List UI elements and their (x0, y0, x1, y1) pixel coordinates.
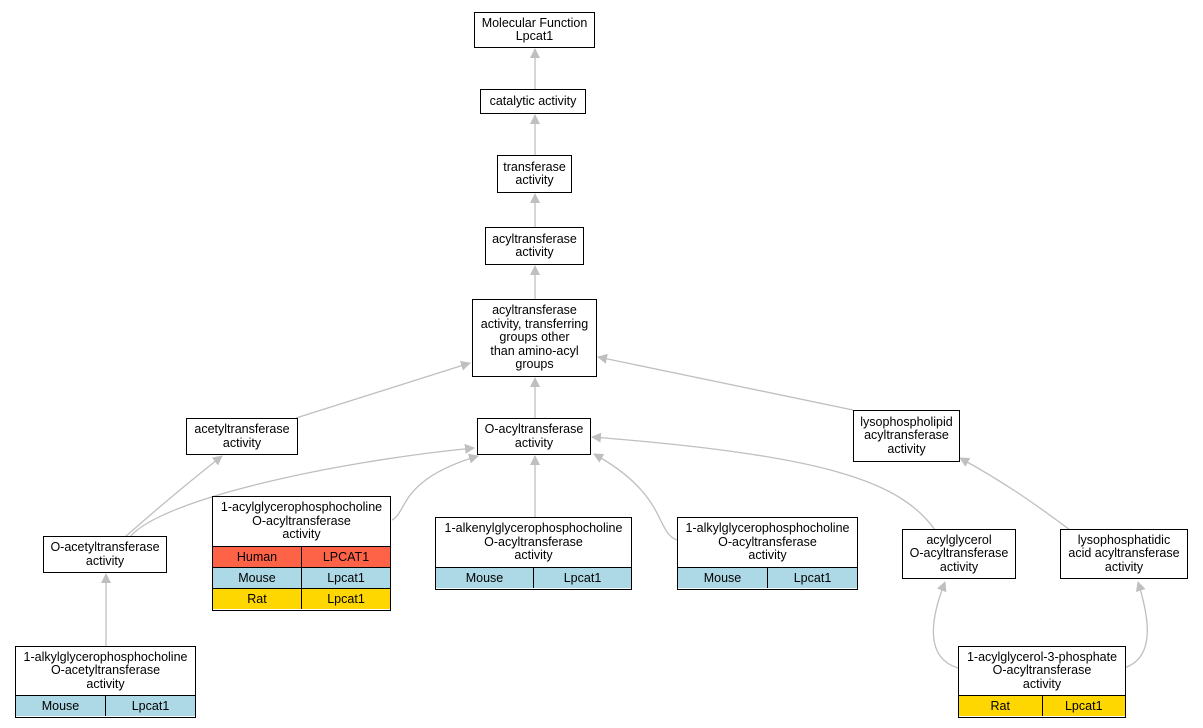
node-label: acetyltransferase activity (194, 422, 290, 450)
node-1-alkylglycerophosphocholine-o-acyl[interactable]: 1-alkylglycerophosphocholine O-acyltrans… (677, 517, 858, 590)
node-acylglycerol-o-acyltransferase[interactable]: acylglycerol O-acyltransferase activity (902, 529, 1016, 579)
node-molecular-function[interactable]: Molecular Function Lpcat1 (474, 12, 595, 48)
edge-acetyl-acylother (295, 360, 471, 419)
species-cell: Human (236, 550, 278, 564)
gene-cell: Lpcat1 (301, 568, 390, 588)
node-transferase-activity[interactable]: transferase activity (497, 155, 572, 193)
edge-ag3p-acylglycerol (932, 581, 959, 669)
node-label: 1-alkylglycerophosphocholine O-acetyltra… (23, 649, 188, 691)
node-1-alkenylglycerophosphocholine[interactable]: 1-alkenylglycerophosphocholine O-acyltra… (435, 517, 632, 590)
node-lysophospholipid-acyltransferase[interactable]: lysophospholipid acyltransferase activit… (853, 410, 960, 462)
node-acyltransferase-other-groups[interactable]: acyltransferase activity, transferring g… (472, 299, 597, 377)
species-cell: Rat (247, 592, 267, 606)
node-label: 1-alkenylglycerophosphocholine O-acyltra… (444, 521, 623, 563)
annotation-row-mouse: Mouse Lpcat1 (678, 567, 857, 588)
node-label: lysophospholipid acyltransferase activit… (860, 414, 953, 456)
node-acyltransferase-activity[interactable]: acyltransferase activity (485, 227, 584, 265)
node-acetyltransferase-activity[interactable]: acetyltransferase activity (186, 418, 298, 455)
node-label: transferase activity (503, 159, 566, 187)
node-label: Molecular Function Lpcat1 (481, 15, 588, 43)
edge-ag3p-lpa (1123, 581, 1148, 669)
edge-lysophospholipid-acylother (597, 353, 854, 411)
gene-cell: Lpcat1 (1041, 696, 1126, 716)
species-cell: Mouse (238, 571, 276, 585)
node-label: 1-acylglycerophosphocholine O-acyltransf… (220, 500, 383, 542)
node-label: acyltransferase activity (492, 231, 577, 259)
node-lysophosphatidic-acid-acyltransferase[interactable]: lysophosphatidic acid acyltransferase ac… (1060, 529, 1188, 579)
node-o-acyltransferase-activity[interactable]: O-acyltransferase activity (477, 418, 591, 455)
edge-lpa-lysophospholipid (959, 457, 1071, 531)
species-cell: Rat (990, 699, 1010, 713)
node-label: 1-alkylglycerophosphocholine O-acyltrans… (685, 521, 850, 563)
node-label: 1-acylglycerol-3-phosphate O-acyltransfe… (966, 649, 1118, 691)
node-1-acylglycerophosphocholine[interactable]: 1-acylglycerophosphocholine O-acyltransf… (212, 496, 391, 611)
node-label: O-acetyltransferase activity (50, 540, 160, 568)
node-label: acyltransferase activity, transferring g… (480, 303, 589, 372)
gene-cell: Lpcat1 (533, 568, 631, 588)
gene-cell: Lpcat1 (301, 589, 390, 609)
node-o-acetyltransferase-activity[interactable]: O-acetyltransferase activity (43, 536, 167, 573)
annotation-row-human: Human LPCAT1 (213, 546, 390, 567)
node-1-acylglycerol-3-phosphate[interactable]: 1-acylglycerol-3-phosphate O-acyltransfe… (958, 646, 1126, 718)
node-catalytic-activity[interactable]: catalytic activity (480, 89, 586, 114)
annotation-row-mouse: Mouse Lpcat1 (213, 567, 390, 588)
edge-oacetyl-oacyl (129, 443, 475, 538)
gene-cell: LPCAT1 (301, 547, 390, 567)
node-label: lysophosphatidic acid acyltransferase ac… (1068, 532, 1180, 574)
species-cell: Mouse (703, 571, 742, 585)
species-cell: Mouse (41, 699, 80, 713)
annotation-row-rat: Rat Lpcat1 (959, 695, 1125, 716)
node-label: acylglycerol O-acyltransferase activity (909, 532, 1009, 574)
edge-acylgpc-oacyl (391, 453, 479, 521)
annotation-row-mouse: Mouse Lpcat1 (16, 695, 195, 716)
edge-alkylacyl-oacyl (593, 453, 678, 541)
node-1-alkylglycerophosphocholine-o-acetyl[interactable]: 1-alkylglycerophosphocholine O-acetyltra… (15, 646, 196, 718)
annotation-row-rat: Rat Lpcat1 (213, 588, 390, 609)
node-label: O-acyltransferase activity (484, 422, 584, 450)
annotation-row-mouse: Mouse Lpcat1 (436, 567, 631, 588)
node-label: catalytic activity (489, 93, 577, 108)
gene-cell: Lpcat1 (767, 568, 857, 588)
edge-oacetyl-acetyl (124, 455, 223, 538)
edge-acylglycerol-oacyl (591, 432, 936, 531)
gene-cell: Lpcat1 (105, 696, 195, 716)
species-cell: Mouse (465, 571, 504, 585)
